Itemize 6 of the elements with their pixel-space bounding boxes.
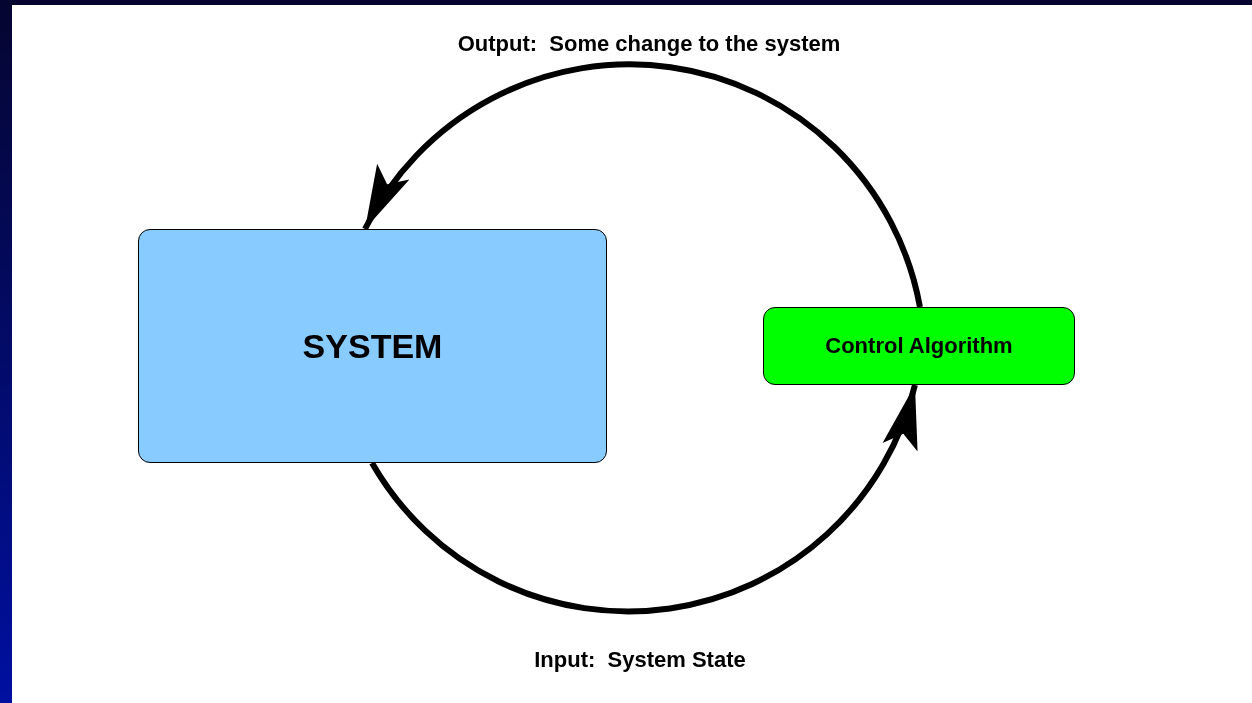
- curved-arrow: [369, 384, 918, 615]
- node-label: Control Algorithm: [825, 333, 1013, 359]
- node-label: SYSTEM: [302, 326, 443, 366]
- system-box: [138, 229, 607, 463]
- process-box: [763, 307, 1075, 385]
- curved-arrow: [362, 61, 923, 308]
